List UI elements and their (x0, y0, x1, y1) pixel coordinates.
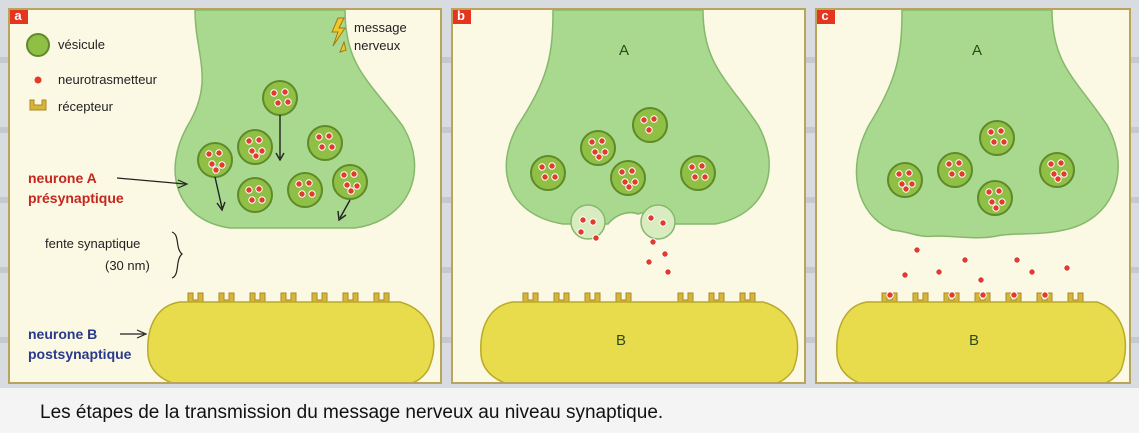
pointer-lines (116, 177, 189, 339)
cleft-label: fente synaptique (45, 236, 141, 251)
panel-c-drawing (836, 10, 1127, 382)
panel-b: b A B (451, 8, 806, 384)
neuron-a-label: neurone A (28, 170, 97, 186)
panel-b-drawing (480, 10, 799, 382)
legend-neurotransmitter-label: neurotrasmetteur (58, 72, 157, 87)
legend-vesicle-label: vésicule (58, 37, 105, 52)
neuron-a-letter: A (972, 42, 983, 59)
legend-receptor-label: récepteur (58, 99, 113, 114)
panel-b-tag: b (453, 10, 471, 24)
neurotransmitter-dots (538, 115, 709, 276)
figure-caption: Les étapes de la transmission du message… (40, 402, 664, 423)
postsynaptic-neuron (836, 301, 1127, 382)
neuron-b-letter: B (616, 332, 627, 349)
postsynaptic-neuron (147, 301, 435, 382)
cleft-size-label: (30 nm) (105, 258, 150, 273)
panel-c: c A B (815, 8, 1131, 384)
panel-a-drawing (26, 10, 435, 382)
neuron-a-sublabel: présynaptique (28, 190, 124, 206)
receptor-icon (29, 99, 47, 111)
legend-message-line2: nerveux (354, 38, 401, 53)
panel-a: a vésicule neurotrasmetteur récepteur me… (8, 8, 442, 384)
panel-c-tag: c (817, 10, 835, 24)
vesicle-arrows (214, 115, 351, 222)
neurotransmitter-dots (205, 88, 361, 204)
postsynaptic-neuron (480, 301, 799, 382)
neuron-b-sublabel: postsynaptique (28, 346, 132, 362)
neurotransmitter-icon (34, 76, 42, 84)
neuron-b-letter: B (969, 332, 980, 349)
legend-message-line1: message (354, 20, 407, 35)
neuron-b-label: neurone B (28, 326, 98, 342)
neuron-a-letter: A (619, 42, 630, 59)
panel-a-tag: a (10, 10, 28, 24)
lightning-icon (331, 17, 346, 47)
neurotransmitter-dots (886, 127, 1071, 299)
vesicle-icon (26, 33, 50, 57)
